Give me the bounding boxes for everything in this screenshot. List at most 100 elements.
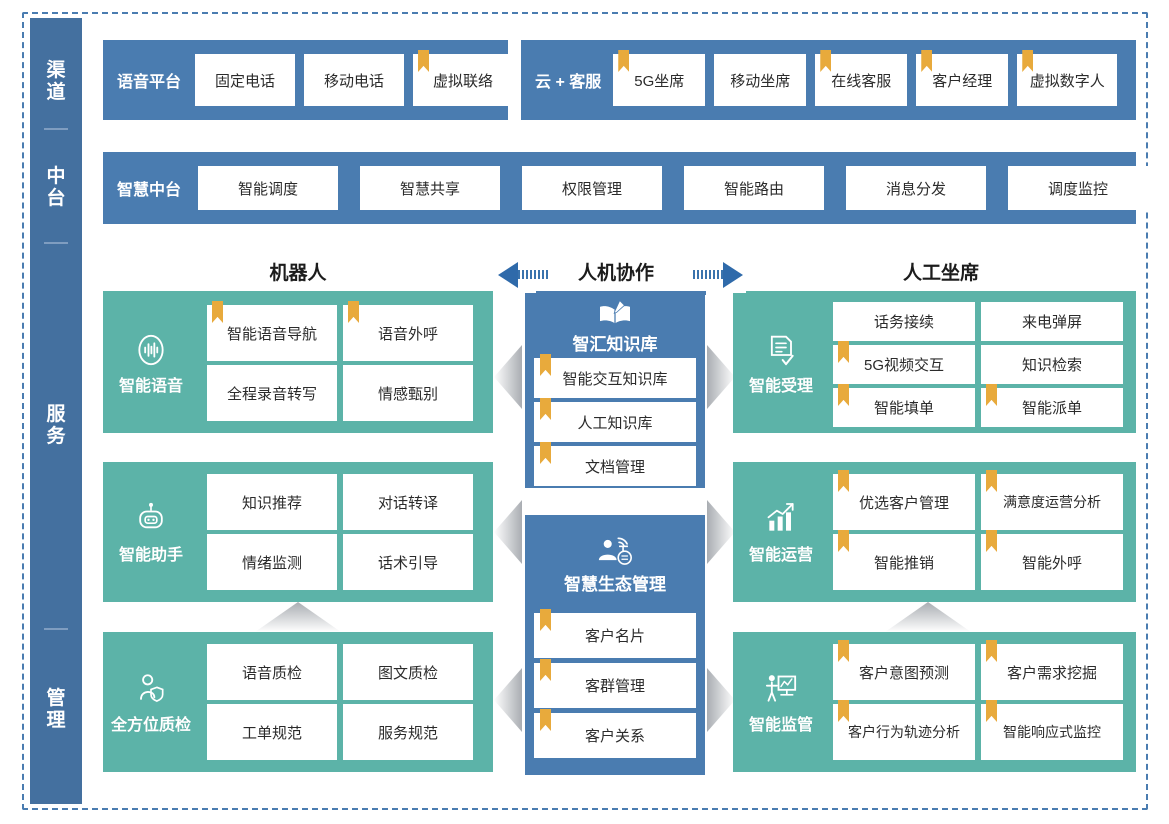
arrow-left-icon	[498, 262, 518, 288]
group-intelligent-operation-name: 智能运营	[748, 547, 813, 564]
group-intelligent-acceptance-identity: 智能受理	[733, 307, 829, 419]
cell-emotion-detection[interactable]: 情感甄别	[343, 365, 473, 421]
rail-item-channel[interactable]: 渠 道	[30, 60, 82, 104]
cell-label: 5G视频交互	[863, 357, 944, 374]
cell-smart-voice-navigation[interactable]: 智能语音导航	[207, 301, 337, 361]
cell-text-image-quality-inspection[interactable]: 图文质检	[343, 644, 473, 700]
cell-label: 智能交互知识库	[562, 370, 668, 388]
rail-divider-2	[44, 242, 68, 244]
rail-management-char-2: 理	[46, 710, 66, 731]
rail-item-management[interactable]: 管 理	[30, 688, 82, 732]
cell-label: 满意度运营分析	[1003, 494, 1101, 510]
group-intelligent-supervision: 智能监管 客户意图预测 客户需求挖掘 客户行为轨迹分析 智能响应式监控	[733, 632, 1136, 772]
flow-arrow-up-left-icon	[255, 602, 341, 632]
cell-label: 文档管理	[584, 458, 645, 476]
cell-full-recording-transcription[interactable]: 全程录音转写	[207, 365, 337, 421]
platform-chip-message-distribution[interactable]: 消息分发	[846, 166, 987, 210]
cell-voice-outbound[interactable]: 语音外呼	[343, 301, 473, 361]
cell-label: 语音外呼	[377, 325, 438, 343]
rail-item-service[interactable]: 服 务	[30, 404, 82, 448]
bookmark-icon	[540, 354, 551, 376]
cell-customer-relationship[interactable]: 客户关系	[534, 709, 696, 758]
arrow-right-tail	[693, 270, 723, 279]
bookmark-icon	[838, 530, 849, 552]
channel-chip-account-manager[interactable]: 客户经理	[916, 50, 1009, 106]
channel-chip-fixed-phone[interactable]: 固定电话	[195, 54, 296, 106]
cell-smart-responsive-monitoring[interactable]: 智能响应式监控	[981, 700, 1123, 760]
cell-incoming-call-popup[interactable]: 来电弹屏	[981, 302, 1123, 341]
group-full-quality-inspection-identity: 全方位质检	[103, 646, 199, 758]
bookmark-icon	[540, 709, 551, 731]
channel-chip-mobile-phone[interactable]: 移动电话	[304, 54, 405, 106]
flow-arrow-left-quality-icon	[494, 668, 522, 732]
bookmark-icon	[618, 50, 630, 72]
cell-knowledge-recommendation[interactable]: 知识推荐	[207, 474, 337, 530]
group-intelligent-assistant-name: 智能助手	[118, 547, 183, 564]
chip-label: 在线客服	[831, 72, 892, 90]
bookmark-icon	[838, 384, 849, 406]
channel-chip-mobile-seat[interactable]: 移动坐席	[714, 54, 807, 106]
cell-ticket-standard[interactable]: 工单规范	[207, 704, 337, 760]
cell-knowledge-retrieval[interactable]: 知识检索	[981, 345, 1123, 384]
chip-label: 智慧共享	[400, 180, 461, 198]
bookmark-icon	[820, 50, 832, 72]
column-header-collaboration: 人机协作	[577, 263, 654, 284]
cell-label: 情绪监测	[241, 554, 302, 572]
group-intelligent-operation-identity: 智能运营	[733, 476, 829, 588]
chip-label: 智能调度	[238, 180, 299, 198]
group-intelligent-acceptance: 智能受理 话务接续 来电弹屏 5G视频交互 知识检索 智能填单 智能派单	[733, 293, 1136, 433]
group-intelligent-operation: 智能运营 优选客户管理 满意度运营分析 智能推销 智能外呼	[733, 462, 1136, 602]
platform-chip-smart-dispatch[interactable]: 智能调度	[198, 166, 339, 210]
group-full-quality-inspection: 全方位质检 语音质检 图文质检 工单规范 服务规范	[103, 632, 493, 772]
cell-label: 智能语音导航	[226, 325, 317, 343]
bookmark-icon	[921, 50, 933, 72]
cell-smart-interactive-knowledge-base[interactable]: 智能交互知识库	[534, 354, 696, 398]
cell-emotion-monitoring[interactable]: 情绪监测	[207, 534, 337, 590]
person-shield-icon	[140, 674, 164, 703]
bookmark-icon	[986, 470, 997, 492]
platform-chip-permission-management[interactable]: 权限管理	[522, 166, 663, 210]
cell-customer-group-management[interactable]: 客群管理	[534, 659, 696, 708]
platform-chip-smart-sharing[interactable]: 智慧共享	[360, 166, 501, 210]
channel-chip-5g-seat[interactable]: 5G坐席	[613, 50, 706, 106]
person-network-icon	[598, 537, 632, 565]
cell-label: 客户关系	[584, 728, 645, 745]
cell-smart-outbound-call[interactable]: 智能外呼	[981, 530, 1123, 590]
group-intelligent-voice-name: 智能语音	[118, 378, 183, 395]
channel-group-voice-platform: 语音平台 固定电话 移动电话 虚拟联络	[103, 40, 514, 120]
cell-voice-quality-inspection[interactable]: 语音质检	[207, 644, 337, 700]
bookmark-icon	[540, 442, 551, 464]
cell-service-standard[interactable]: 服务规范	[343, 704, 473, 760]
cell-label: 来电弹屏	[1021, 314, 1082, 331]
cell-script-guidance[interactable]: 话术引导	[343, 534, 473, 590]
rail-divider-1	[44, 128, 68, 130]
cell-dialogue-translation[interactable]: 对话转译	[343, 474, 473, 530]
cell-manual-knowledge-base[interactable]: 人工知识库	[534, 398, 696, 442]
rail-divider-3	[44, 628, 68, 630]
group-intelligent-voice: 智能语音 智能语音导航 语音外呼 全程录音转写 情感甄别	[103, 293, 493, 433]
cell-smart-ticket-dispatch[interactable]: 智能派单	[981, 384, 1123, 427]
cell-customer-demand-mining[interactable]: 客户需求挖掘	[981, 640, 1123, 700]
cell-preferred-customer-management[interactable]: 优选客户管理	[833, 470, 975, 530]
cell-satisfaction-operation-analysis[interactable]: 满意度运营分析	[981, 470, 1123, 530]
bookmark-icon	[348, 301, 359, 323]
center-group-knowledge-base: 智汇知识库 智能交互知识库 人工知识库 文档管理	[525, 293, 705, 488]
cell-label: 客户意图预测	[858, 664, 949, 682]
rail-item-platform[interactable]: 中 台	[30, 166, 82, 210]
cell-customer-intent-prediction[interactable]: 客户意图预测	[833, 640, 975, 700]
channel-chip-online-service[interactable]: 在线客服	[815, 50, 908, 106]
cell-label: 知识推荐	[241, 494, 302, 512]
bookmark-icon	[418, 50, 430, 72]
channel-chip-virtual-human[interactable]: 虚拟数字人	[1017, 50, 1118, 106]
cell-document-management[interactable]: 文档管理	[534, 442, 696, 486]
channel-chip-virtual-contact[interactable]: 虚拟联络	[413, 50, 514, 106]
cell-call-connection[interactable]: 话务接续	[833, 302, 975, 341]
cell-customer-profile-card[interactable]: 客户名片	[534, 609, 696, 658]
cell-5g-video-interaction[interactable]: 5G视频交互	[833, 341, 975, 384]
platform-chip-smart-routing[interactable]: 智能路由	[684, 166, 825, 210]
cell-label: 图文质检	[377, 664, 438, 682]
cell-smart-marketing[interactable]: 智能推销	[833, 530, 975, 590]
cell-customer-behavior-trace-analysis[interactable]: 客户行为轨迹分析	[833, 700, 975, 760]
platform-chip-dispatch-monitoring[interactable]: 调度监控	[1008, 166, 1149, 210]
cell-smart-form-filling[interactable]: 智能填单	[833, 384, 975, 427]
